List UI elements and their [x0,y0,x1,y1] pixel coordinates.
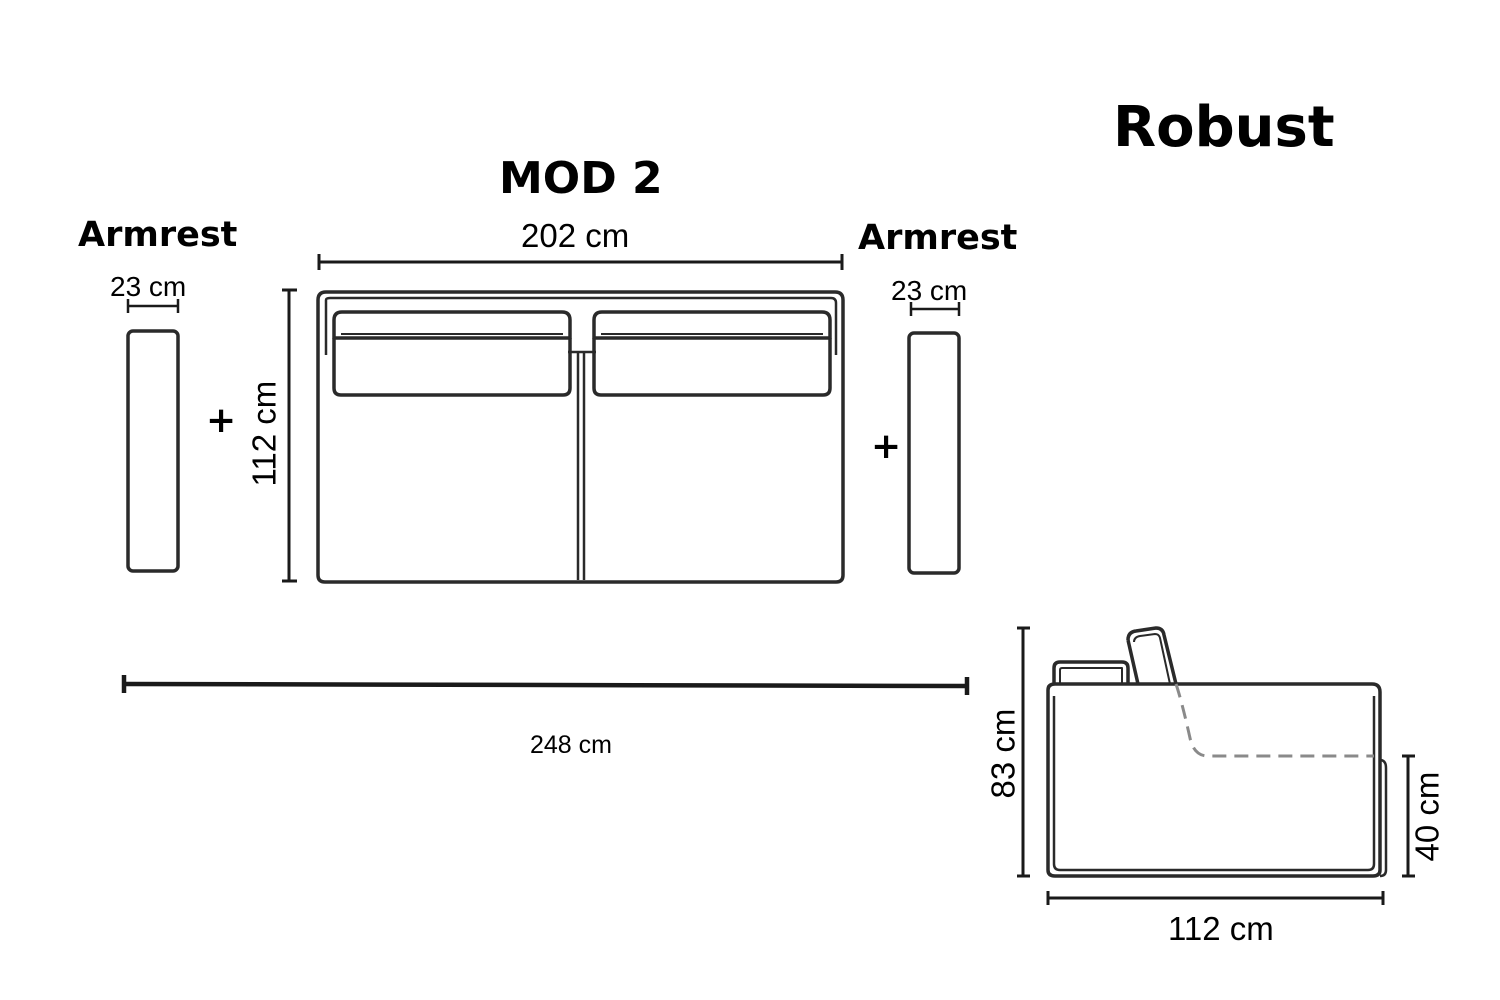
module-title: MOD 2 [499,153,663,204]
right-armrest-width: 23 cm [891,275,968,306]
module-top-view [316,290,845,584]
seat-height: 40 cm [1408,771,1446,862]
total-width: 248 cm [530,731,612,759]
module-depth: 112 cm [245,380,283,487]
total-width-line [121,675,970,695]
left-armrest-shape [126,329,180,573]
plus-sign-right: + [871,426,902,467]
side-depth: 112 cm [1168,910,1274,947]
right-armrest-label: Armrest [858,218,1018,258]
seat-dashed-outline [1174,683,1374,758]
left-armrest-width: 23 cm [110,271,187,302]
side-height: 83 cm [984,708,1022,799]
module-side-view [1046,626,1388,878]
left-armrest-label: Armrest [78,215,238,255]
plus-sign-left: + [206,400,237,441]
module-width: 202 cm [521,217,630,254]
right-armrest-shape [907,331,961,575]
product-name: Robust [1113,95,1335,160]
